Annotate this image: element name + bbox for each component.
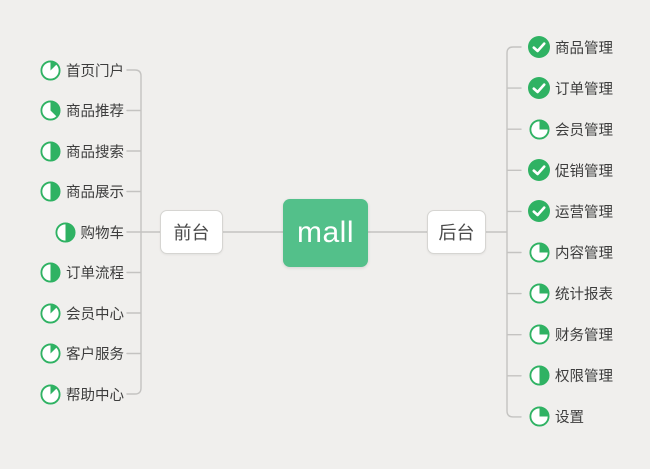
topic-label: 运营管理: [555, 204, 613, 221]
branch-node-label: 前台: [173, 223, 210, 243]
topic-item[interactable]: 权限管理: [527, 363, 613, 389]
topic-label: 商品管理: [555, 40, 613, 57]
topic-label: 客户服务: [66, 347, 124, 363]
task-progress-pie-icon[interactable]: [527, 283, 551, 304]
topic-item[interactable]: 购物车: [54, 219, 125, 245]
topic-item[interactable]: 内容管理: [527, 240, 613, 266]
task-progress-pie-icon[interactable]: [40, 343, 61, 364]
topic-item[interactable]: 统计报表: [527, 281, 613, 307]
task-progress-pie-icon[interactable]: [54, 221, 76, 243]
branch-node-backend[interactable]: 后台: [427, 210, 486, 254]
topic-label: 帮助中心: [66, 387, 124, 404]
topic-item[interactable]: 促销管理: [527, 157, 613, 183]
topic-item[interactable]: 商品推荐: [40, 98, 124, 124]
topic-label: 财务管理: [555, 328, 613, 345]
topic-label: 设置: [555, 410, 584, 427]
task-progress-pie-icon[interactable]: [527, 119, 551, 140]
topic-label: 权限管理: [555, 369, 613, 386]
topic-item[interactable]: 客户服务: [40, 341, 124, 367]
topic-item[interactable]: 设置: [527, 404, 584, 430]
topic-label: 购物车: [80, 225, 125, 242]
task-progress-pie-icon[interactable]: [527, 406, 551, 427]
branch-node-frontend[interactable]: 前台: [160, 210, 223, 254]
branch-node-label: 后台: [438, 223, 475, 243]
task-progress-pie-icon[interactable]: [40, 59, 61, 81]
task-done-check-icon[interactable]: [527, 35, 551, 59]
topic-item[interactable]: 财务管理: [527, 322, 613, 348]
topic-label: 商品推荐: [66, 104, 124, 120]
topic-label: 会员中心: [66, 306, 124, 323]
task-progress-pie-icon[interactable]: [40, 100, 61, 121]
task-progress-pie-icon[interactable]: [527, 324, 551, 345]
topic-item[interactable]: 帮助中心: [40, 381, 124, 407]
task-progress-pie-icon[interactable]: [40, 140, 61, 162]
task-progress-pie-icon[interactable]: [40, 262, 61, 283]
task-done-check-icon[interactable]: [527, 158, 551, 182]
topic-item[interactable]: 会员管理: [527, 116, 613, 142]
topic-item[interactable]: 订单流程: [40, 260, 124, 286]
topic-item[interactable]: 会员中心: [40, 300, 124, 326]
topic-item[interactable]: 商品展示: [40, 179, 124, 205]
topic-label: 商品搜索: [66, 144, 124, 161]
topic-label: 促销管理: [555, 163, 613, 180]
topic-label: 订单管理: [555, 81, 613, 98]
topic-item[interactable]: 运营管理: [527, 198, 613, 224]
task-progress-pie-icon[interactable]: [40, 383, 61, 405]
root-node-mall[interactable]: mall: [283, 199, 368, 267]
topic-label: 首页门户: [66, 63, 124, 80]
topic-item[interactable]: 商品搜索: [40, 138, 124, 164]
topic-label: 会员管理: [555, 122, 613, 139]
task-progress-pie-icon[interactable]: [527, 242, 551, 263]
task-progress-pie-icon[interactable]: [527, 365, 551, 386]
task-done-check-icon[interactable]: [527, 76, 551, 100]
topic-label: 商品展示: [66, 185, 124, 201]
topic-item[interactable]: 首页门户: [40, 57, 124, 83]
topic-label: 订单流程: [66, 266, 124, 282]
topic-item[interactable]: 商品管理: [527, 34, 613, 60]
task-done-check-icon[interactable]: [527, 199, 551, 223]
task-progress-pie-icon[interactable]: [40, 302, 61, 324]
topic-label: 统计报表: [555, 287, 613, 304]
task-progress-pie-icon[interactable]: [40, 181, 61, 202]
topic-label: 内容管理: [555, 246, 613, 262]
topic-item[interactable]: 订单管理: [527, 75, 613, 101]
root-node-label: mall: [296, 216, 354, 249]
